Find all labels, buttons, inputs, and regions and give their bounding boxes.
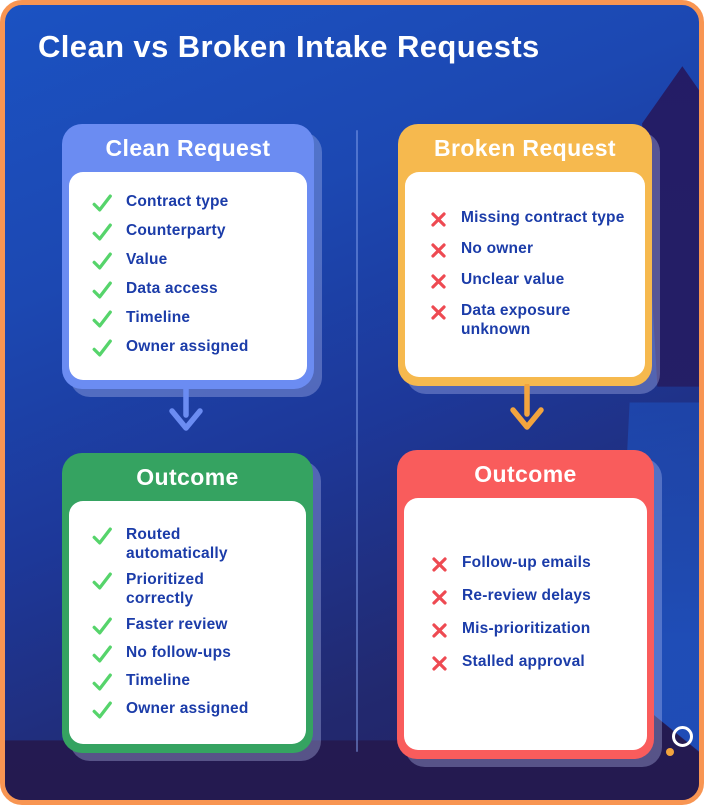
check-icon	[91, 337, 113, 359]
list-item: Owner assigned	[91, 700, 294, 721]
arrow-down-icon	[507, 383, 547, 432]
x-icon	[430, 555, 449, 574]
x-icon	[429, 303, 448, 322]
list-item-label: Owner assigned	[126, 338, 249, 355]
list-item: Re-review delays	[430, 587, 639, 607]
check-icon	[91, 308, 113, 330]
list-item: Missing contract type	[429, 209, 637, 229]
broken-request-card: Broken Request Missing contract type No …	[398, 124, 652, 386]
list-item: Data access	[91, 280, 295, 301]
list-item: Contract type	[91, 193, 295, 214]
list-item: Unclear value	[429, 271, 637, 291]
check-icon	[91, 570, 113, 592]
list-item: No follow-ups	[91, 644, 294, 665]
list-item: Value	[91, 251, 295, 272]
list-item: Timeline	[91, 309, 295, 330]
list-item: Routed automatically	[91, 526, 294, 564]
list-item: Follow-up emails	[430, 554, 639, 574]
list-item-label: Prioritized correctly	[126, 570, 204, 607]
x-icon	[430, 654, 449, 673]
list-item: Stalled approval	[430, 653, 639, 673]
list-item: Faster review	[91, 616, 294, 637]
list-item: Timeline	[91, 672, 294, 693]
list-item-label: Faster review	[126, 615, 228, 633]
broken-outcome-body: Follow-up emails Re-review delays Mis-pr…	[404, 498, 647, 750]
x-icon	[429, 272, 448, 291]
list-item-label: Missing contract type	[461, 209, 625, 226]
check-icon	[91, 279, 113, 301]
circle-outline-icon	[672, 726, 693, 747]
x-icon	[429, 210, 448, 229]
check-icon	[91, 615, 113, 637]
check-icon	[91, 643, 113, 665]
list-item-label: Owner assigned	[126, 699, 249, 717]
list-item: Prioritized correctly	[91, 571, 294, 609]
list-item-label: Data access	[126, 280, 218, 297]
x-icon	[430, 588, 449, 607]
list-item-label: Follow-up emails	[462, 554, 591, 571]
list-item-label: Mis-prioritization	[462, 620, 591, 637]
clean-outcome-card: Outcome Routed automatically Prioritized…	[62, 453, 313, 753]
arrow-down-icon	[166, 384, 206, 433]
clean-outcome-body: Routed automatically Prioritized correct…	[69, 501, 306, 744]
dot-icon	[666, 748, 674, 756]
broken-request-header: Broken Request	[434, 134, 616, 161]
list-item-label: Value	[126, 251, 168, 268]
list-item-label: Unclear value	[461, 271, 565, 288]
list-item-label: Timeline	[126, 671, 191, 689]
page-title: Clean vs Broken Intake Requests	[38, 29, 540, 64]
check-icon	[91, 250, 113, 272]
list-item-label: Contract type	[126, 193, 229, 210]
list-item-label: No owner	[461, 240, 534, 257]
check-icon	[91, 671, 113, 693]
list-item-label: Routed automatically	[126, 526, 228, 562]
x-icon	[429, 241, 448, 260]
list-item-label: Re-review delays	[462, 587, 591, 604]
list-item: Owner assigned	[91, 338, 295, 359]
check-icon	[91, 221, 113, 243]
column-divider	[356, 130, 358, 752]
list-item-label: Data exposure unknown	[461, 302, 571, 338]
broken-request-body: Missing contract type No owner Unclear v…	[405, 172, 645, 377]
clean-request-body: Contract type Counterparty Value Data ac…	[69, 172, 307, 380]
list-item-label: Timeline	[126, 309, 191, 326]
check-icon	[91, 525, 113, 547]
x-icon	[430, 621, 449, 640]
check-icon	[91, 192, 113, 214]
check-icon	[91, 699, 113, 721]
clean-request-header: Clean Request	[105, 134, 271, 161]
broken-outcome-header: Outcome	[474, 460, 577, 487]
clean-outcome-header: Outcome	[136, 463, 239, 490]
list-item-label: Counterparty	[126, 222, 226, 239]
list-item: Data exposure unknown	[429, 302, 637, 340]
broken-outcome-card: Outcome Follow-up emails Re-review delay…	[397, 450, 654, 759]
list-item-label: No follow-ups	[126, 643, 232, 661]
list-item: Mis-prioritization	[430, 620, 639, 640]
list-item: Counterparty	[91, 222, 295, 243]
clean-request-card: Clean Request Contract type Counterparty…	[62, 124, 314, 389]
list-item: No owner	[429, 240, 637, 260]
list-item-label: Stalled approval	[462, 653, 585, 670]
